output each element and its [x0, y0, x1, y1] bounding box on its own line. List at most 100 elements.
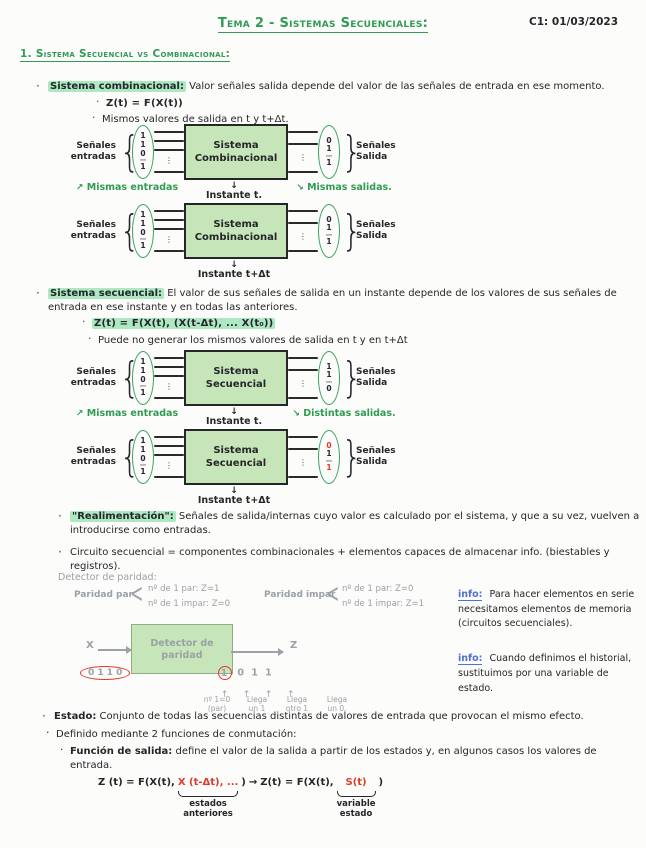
wire-ellipsis: ⋮: [165, 235, 173, 244]
arrow-se-icon: ↘: [292, 409, 300, 419]
wire-ellipsis: ⋮: [299, 458, 307, 467]
arrow-up-icon: ↑: [287, 690, 295, 700]
output-arrow: [231, 648, 284, 656]
same-inputs-note: ↗ Mismas entradas: [75, 182, 179, 193]
sequential-block: · Sistema secuencial: El valor de sus se…: [36, 286, 636, 347]
info-label: info:: [458, 653, 483, 666]
arrow-down-icon: ↓: [230, 260, 238, 270]
sequential-diagram: Señales entradas { 1 1 0 ⋯ 1 ⋮ Sistema S…: [70, 350, 410, 506]
combinational-diagram-t: Señales entradas { 1 1 0 ⋯ 1 ⋮ Sistema C…: [70, 124, 410, 180]
even-parity-case1: nº de 1 par: Z=1: [148, 584, 220, 594]
instant-t-label: ↓ Instante t.: [205, 181, 263, 202]
fork-icon: <: [326, 578, 340, 609]
sequential-note: · Puede no generar los mismos valores de…: [88, 331, 408, 346]
bullet-icon: ·: [58, 509, 62, 523]
combinational-diagram: Señales entradas { 1 1 0 ⋯ 1 ⋮ Sistema C…: [70, 124, 410, 280]
arrow-se-icon: ↘: [296, 183, 304, 193]
input-arrow: [98, 646, 132, 654]
bullet-icon: ·: [82, 315, 86, 328]
output-annotations: nº 1=0 (par) Llega un 1 Llega otro 1 Lle…: [203, 695, 348, 713]
combinational-definition: · Sistema combinacional: Valor señales s…: [36, 79, 626, 94]
feedback-term: "Realimentación":: [70, 511, 176, 522]
wire-ellipsis: ⋮: [299, 153, 307, 162]
same-outputs-note: ↘ Mismas salidas.: [296, 182, 392, 193]
brace-close-icon: }: [341, 353, 362, 402]
feedback-definition: · "Realimentación": Señales de salida/in…: [58, 509, 646, 537]
underbrace-icon: [177, 790, 239, 797]
state-definition: · Estado: Conjunto de todas las secuenci…: [42, 709, 584, 723]
state-formula: Z (t) = F(X(t), X (t-Δt), ... estados an…: [98, 777, 384, 819]
page-date: C1: 01/03/2023: [529, 16, 618, 28]
combinational-diagram-t-dt: Señales entradas { 1 1 0 ⋯ 1 ⋮ Sistema C…: [70, 203, 410, 259]
wire-ellipsis: ⋮: [165, 382, 173, 391]
sequential-formula: · Z(t) = F(X(t), (X(t-Δt), ... X(t₀)): [82, 315, 276, 329]
same-inputs-note: ↗ Mismas entradas: [75, 408, 179, 419]
parity-detector-box: Detector de paridad: [131, 624, 233, 674]
arrow-down-icon: ↓: [230, 181, 238, 191]
different-outputs-note: ↘ Distintas salidas.: [292, 408, 396, 419]
brace-open-icon: {: [119, 127, 140, 176]
output-wires: ⋮: [288, 128, 318, 176]
sequential-text: El valor de sus señales de salida en un …: [48, 288, 617, 313]
outputs-label: Señales Salida: [356, 140, 396, 162]
sequential-diagram-t: Señales entradas { 1 1 0 ⋯ 1 ⋮ Sistema S…: [70, 350, 410, 406]
wire-ellipsis: ⋮: [165, 156, 173, 165]
diagram-annotations: ↗ Mismas entradas ↓ Instante t. ↘ Distin…: [70, 407, 410, 428]
bullet-icon: ·: [42, 709, 46, 723]
state-variable-group: S(t) variable estado: [336, 777, 376, 819]
bullet-icon: ·: [36, 79, 40, 93]
input-wires: ⋮: [154, 433, 184, 481]
parity-heading: Detector de paridad:: [58, 572, 157, 583]
system-box: Sistema Secuencial: [184, 350, 288, 406]
output-function-term: Función de salida:: [70, 746, 173, 757]
bullet-icon: ·: [96, 94, 100, 108]
combinational-block: · Sistema combinacional: Valor señales s…: [36, 79, 626, 127]
arrow-up-icon: ↑: [264, 690, 273, 700]
arrow-right-icon: →: [248, 777, 258, 788]
feedback-block: · "Realimentación": Señales de salida/in…: [58, 509, 646, 582]
input-values-oval: 1 1 0 ⋯ 1: [132, 204, 154, 258]
inputs-label: Señales entradas: [70, 366, 116, 388]
brace-open-icon: {: [119, 432, 140, 481]
input-sequence-circled: 0 1 1 0: [80, 666, 131, 680]
bullet-icon: ·: [88, 331, 92, 345]
section-heading: 1. Sistema Secuencial vs Combinacional:: [20, 48, 231, 62]
header: Tema 2 - Sistemas Secuenciales:: [0, 12, 646, 33]
even-parity-case2: nº de 1 impar: Z=0: [148, 599, 231, 609]
output-signal-label: Z: [290, 640, 298, 651]
brace-close-icon: }: [341, 432, 362, 481]
input-wires: ⋮: [154, 354, 184, 402]
bullet-icon: ·: [60, 743, 64, 756]
arrow-down-icon: ↓: [230, 486, 238, 496]
input-signal-label: X: [86, 640, 94, 651]
instant-t-label: ↓ Instante t.: [205, 407, 263, 428]
odd-parity-label: Paridad impar: [264, 590, 336, 600]
sequential-term: Sistema secuencial:: [48, 288, 165, 299]
instant-t-dt-label: ↓ Instante t+Δt: [197, 486, 271, 507]
bullet-icon: ·: [92, 111, 96, 124]
underbrace-icon: [336, 790, 376, 797]
state-sub2: · Función de salida: define el valor de …: [60, 743, 597, 771]
page-title: Tema 2 - Sistemas Secuenciales:: [217, 16, 429, 33]
arrow-ne-icon: ↗: [75, 183, 84, 193]
output-values-oval: 0 1 ⋯ 1: [318, 430, 340, 484]
inputs-label: Señales entradas: [70, 140, 116, 162]
bullet-icon: ·: [36, 286, 40, 300]
sequential-circuit-note: · Circuito secuencial = componentes comb…: [58, 545, 610, 572]
info-note-1: info: Para hacer elementos en serie nece…: [458, 589, 635, 630]
input-wires: ⋮: [154, 128, 184, 176]
brace-close-icon: }: [341, 127, 362, 176]
odd-parity-case1: nº de 1 par: Z=0: [342, 584, 414, 594]
arrow-up-icon: ↑: [242, 690, 251, 700]
diagram-annotations: ↓ Instante t+Δt: [70, 486, 410, 507]
outputs-label: Señales Salida: [356, 366, 396, 388]
info-column: info: Para hacer elementos en serie nece…: [458, 588, 644, 716]
output-sequence: 1 0 1 1: [218, 666, 274, 680]
input-values-oval: 1 1 0 ⋯ 1: [132, 430, 154, 484]
inputs-label: Señales entradas: [70, 219, 116, 241]
wire-ellipsis: ⋮: [165, 461, 173, 470]
input-values-oval: 1 1 0 ⋯ 1: [132, 125, 154, 179]
output-wires: ⋮: [288, 207, 318, 255]
output-wires: ⋮: [288, 433, 318, 481]
